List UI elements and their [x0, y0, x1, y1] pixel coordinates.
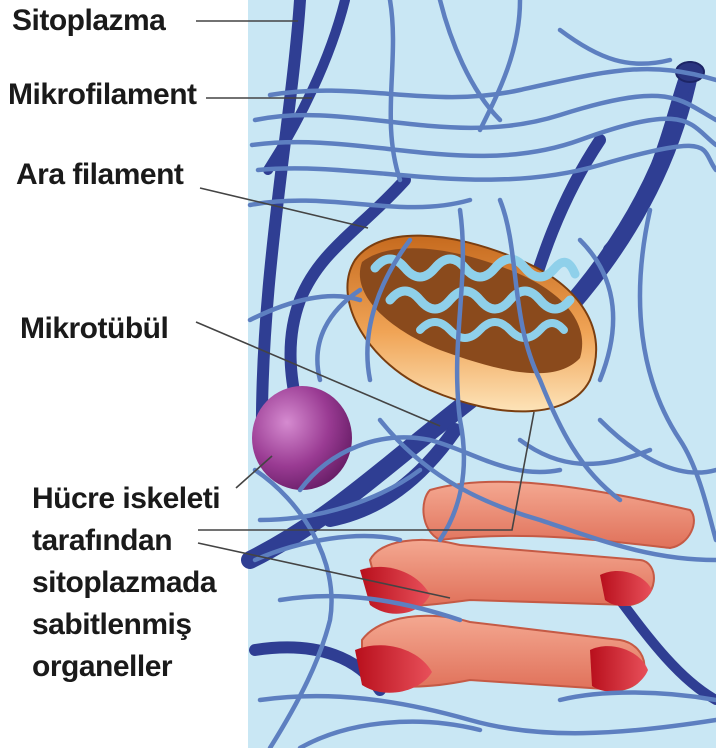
- label-organeller-line-2: tarafından: [32, 520, 220, 562]
- label-mikrotubul: Mikrotübül: [20, 314, 168, 344]
- label-organeller: Hücre iskeleti tarafından sitoplazmada s…: [32, 478, 220, 688]
- label-ara-filament: Ara filament: [16, 160, 183, 190]
- vesicle: [252, 386, 352, 490]
- label-sitoplazma: Sitoplazma: [12, 6, 165, 36]
- label-organeller-line-1: Hücre iskeleti: [32, 478, 220, 520]
- label-mikrofilament: Mikrofilament: [8, 80, 197, 110]
- label-organeller-line-5: organeller: [32, 646, 220, 688]
- label-organeller-line-3: sitoplazmada: [32, 562, 220, 604]
- label-organeller-line-4: sabitlenmiş: [32, 604, 220, 646]
